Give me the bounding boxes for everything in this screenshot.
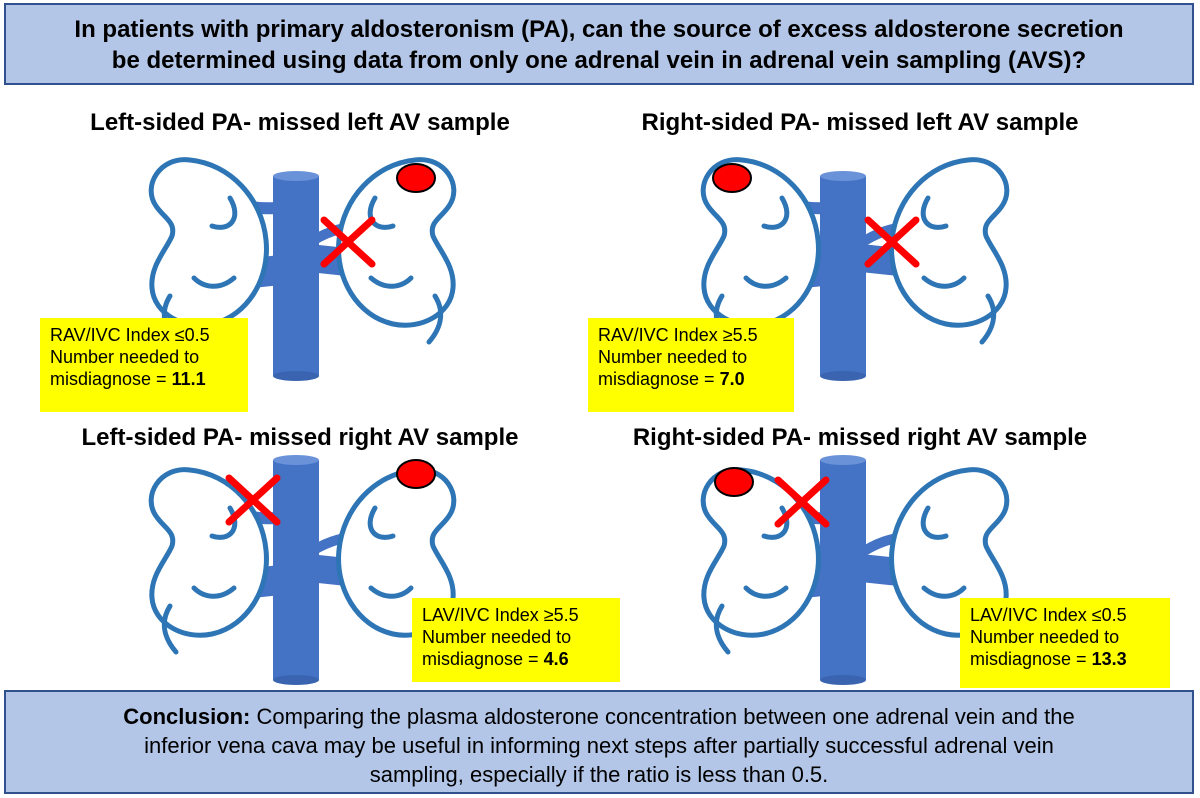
nnm-row: misdiagnose = 11.1 [50, 368, 238, 390]
question-line-1: In patients with primary aldosteronism (… [74, 16, 1124, 43]
nnm-value: 11.1 [171, 369, 206, 389]
result-box-left-sided-missed-left: RAV/IVC Index ≤0.5 Number needed to misd… [40, 318, 248, 412]
nnm-prefix: misdiagnose = [598, 369, 720, 389]
inferior-vena-cava [820, 455, 866, 685]
left-kidney [892, 160, 1007, 342]
inferior-vena-cava [820, 171, 866, 381]
question-line-2: be determined using data from only one a… [111, 47, 1087, 74]
index-label: LAV/IVC Index ≥5.5 [422, 605, 579, 625]
index-label: LAV/IVC Index ≤0.5 [970, 605, 1127, 625]
conclusion-banner: Conclusion: Comparing the plasma aldoste… [4, 690, 1194, 794]
panel-title-left-sided-missed-right: Left-sided PA- missed right AV sample [81, 424, 519, 451]
result-box-right-sided-missed-left: RAV/IVC Index ≥5.5 Number needed to misd… [588, 318, 794, 412]
conclusion-line-1: Conclusion: Comparing the plasma aldoste… [20, 702, 1178, 731]
nnm-row: misdiagnose = 7.0 [598, 368, 784, 390]
nnm-prefix: misdiagnose = [970, 649, 1092, 669]
question-banner: In patients with primary aldosteronism (… [4, 3, 1194, 85]
conclusion-text: Conclusion: Comparing the plasma aldoste… [20, 702, 1178, 789]
adrenal-tumor [396, 459, 436, 489]
diagram-right-sided-missed-right [580, 455, 1140, 685]
inferior-vena-cava [273, 171, 319, 381]
panel-title-left-sided-missed-left: Left-sided PA- missed left AV sample [90, 109, 510, 136]
nnm-row: misdiagnose = 13.3 [970, 648, 1160, 670]
index-label: RAV/IVC Index ≤0.5 [50, 325, 210, 345]
nnm-label: Number needed to [50, 347, 200, 367]
nnm-value: 4.6 [543, 649, 569, 669]
conclusion-label: Conclusion: [123, 704, 251, 729]
conclusion-line-3: sampling, especially if the ratio is les… [369, 762, 829, 787]
adrenal-tumor [396, 163, 436, 193]
nnm-prefix: misdiagnose = [422, 649, 544, 669]
diagram-left-sided-missed-right [20, 455, 580, 685]
question-text: In patients with primary aldosteronism (… [6, 14, 1192, 76]
right-kidney [151, 160, 266, 342]
conclusion-line-1-text: Comparing the plasma aldosterone concent… [250, 704, 1075, 729]
diagram-right-sided-missed-left [580, 150, 1140, 381]
result-box-left-sided-missed-right: LAV/IVC Index ≥5.5 Number needed to misd… [412, 598, 620, 682]
result-box-right-sided-missed-right: LAV/IVC Index ≤0.5 Number needed to misd… [960, 598, 1170, 688]
index-label: RAV/IVC Index ≥5.5 [598, 325, 758, 345]
nnm-value: 7.0 [719, 369, 745, 389]
diagram-left-sided-missed-left [20, 150, 580, 381]
panel-title-right-sided-missed-right: Right-sided PA- missed right AV sample [632, 424, 1088, 451]
adrenal-tumor [712, 163, 752, 193]
conclusion-line-2: inferior vena cava may be useful in info… [144, 733, 1054, 758]
nnm-value: 13.3 [1091, 649, 1127, 669]
panel-title-right-sided-missed-left: Right-sided PA- missed left AV sample [641, 109, 1079, 136]
inferior-vena-cava [273, 455, 319, 685]
nnm-label: Number needed to [970, 627, 1120, 647]
nnm-prefix: misdiagnose = [50, 369, 172, 389]
nnm-label: Number needed to [422, 627, 572, 647]
nnm-row: misdiagnose = 4.6 [422, 648, 610, 670]
nnm-label: Number needed to [598, 347, 748, 367]
adrenal-tumor [714, 467, 754, 497]
